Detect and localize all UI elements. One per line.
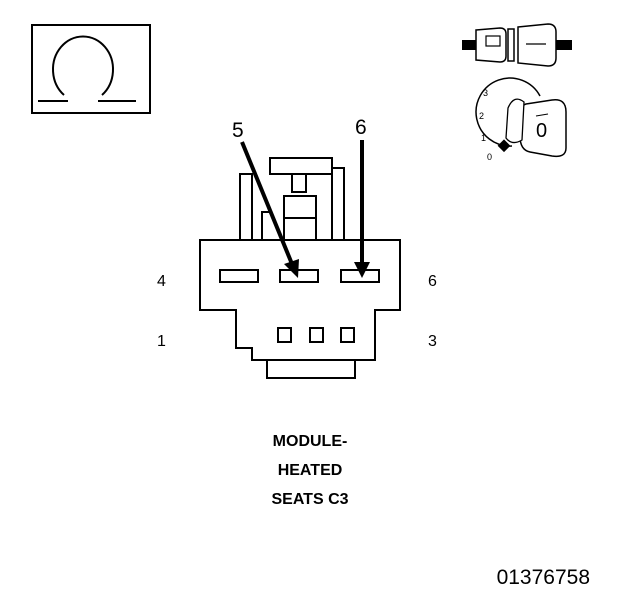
lock-tab-stem (291, 173, 307, 193)
omega-icon (52, 35, 114, 96)
pin-label-6: 6 (428, 273, 437, 290)
document-id: 01376758 (496, 566, 590, 589)
connector-face (199, 157, 401, 379)
cavity-5 (279, 269, 319, 283)
connector-bottom-rail (266, 359, 356, 379)
key-shank (505, 98, 525, 144)
cavity-1 (277, 327, 292, 343)
switch-pointer (497, 139, 511, 153)
arrow-5-head (284, 259, 299, 278)
latch-rail-right (331, 167, 345, 241)
pin-label-3: 3 (428, 333, 437, 350)
callout-arrows (240, 140, 370, 278)
switch-position-1: 1 (481, 133, 486, 143)
connector-halves-icon (462, 23, 572, 67)
right-wire-stub (556, 40, 572, 50)
switch-position-0: 0 (487, 152, 492, 162)
pin-label-1: 1 (157, 333, 166, 350)
callout-5: 5 (232, 119, 244, 142)
female-half (517, 23, 557, 67)
caption-line-2: HEATED (277, 462, 343, 479)
omega-symbol (31, 24, 151, 114)
callout-6: 6 (355, 116, 367, 139)
cavity-3 (340, 327, 355, 343)
male-latch (485, 35, 501, 47)
cavity-4 (219, 269, 259, 283)
switch-position-2: 2 (479, 111, 484, 121)
seal-ring (507, 28, 515, 62)
latch-arm-left (261, 211, 270, 240)
symbol-frame (31, 24, 151, 114)
latch-rail-left (239, 173, 253, 241)
caption-line-1: MODULE- (272, 433, 348, 450)
arrow-5-shaft (240, 141, 294, 265)
switch-ring (475, 77, 541, 147)
lock-tab-top (269, 157, 333, 175)
arrow-6-head (354, 262, 370, 278)
key-highlight (535, 113, 549, 117)
cavity-2 (309, 327, 324, 343)
key-label: 0 (536, 120, 547, 142)
connector-body (199, 239, 401, 361)
switch-position-3: 3 (483, 88, 488, 98)
left-wire-stub (462, 40, 476, 50)
ignition-key-icon (475, 77, 567, 158)
pin-label-4: 4 (157, 273, 166, 290)
caption-line-3: SEATS C3 (271, 491, 349, 508)
